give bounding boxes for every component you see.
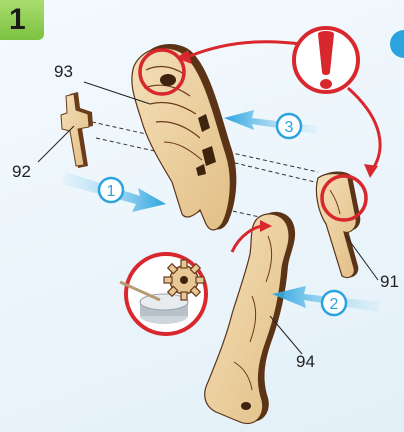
part-label-91: 91	[380, 272, 399, 292]
wax-candle-icon	[120, 254, 206, 334]
part-label-92: 92	[12, 162, 31, 182]
next-step-marker	[390, 30, 404, 58]
arrow-2-label: 2	[330, 296, 339, 313]
arrow-2	[272, 286, 380, 315]
part-label-93: 93	[54, 62, 73, 82]
arrow-3	[224, 110, 318, 138]
part-92	[61, 92, 93, 168]
warning-exclamation-icon	[294, 28, 358, 92]
arrow-3-label: 3	[285, 119, 294, 136]
part-94	[205, 212, 295, 424]
arrow-1-label: 1	[107, 183, 116, 200]
part-label-94: 94	[296, 352, 315, 372]
